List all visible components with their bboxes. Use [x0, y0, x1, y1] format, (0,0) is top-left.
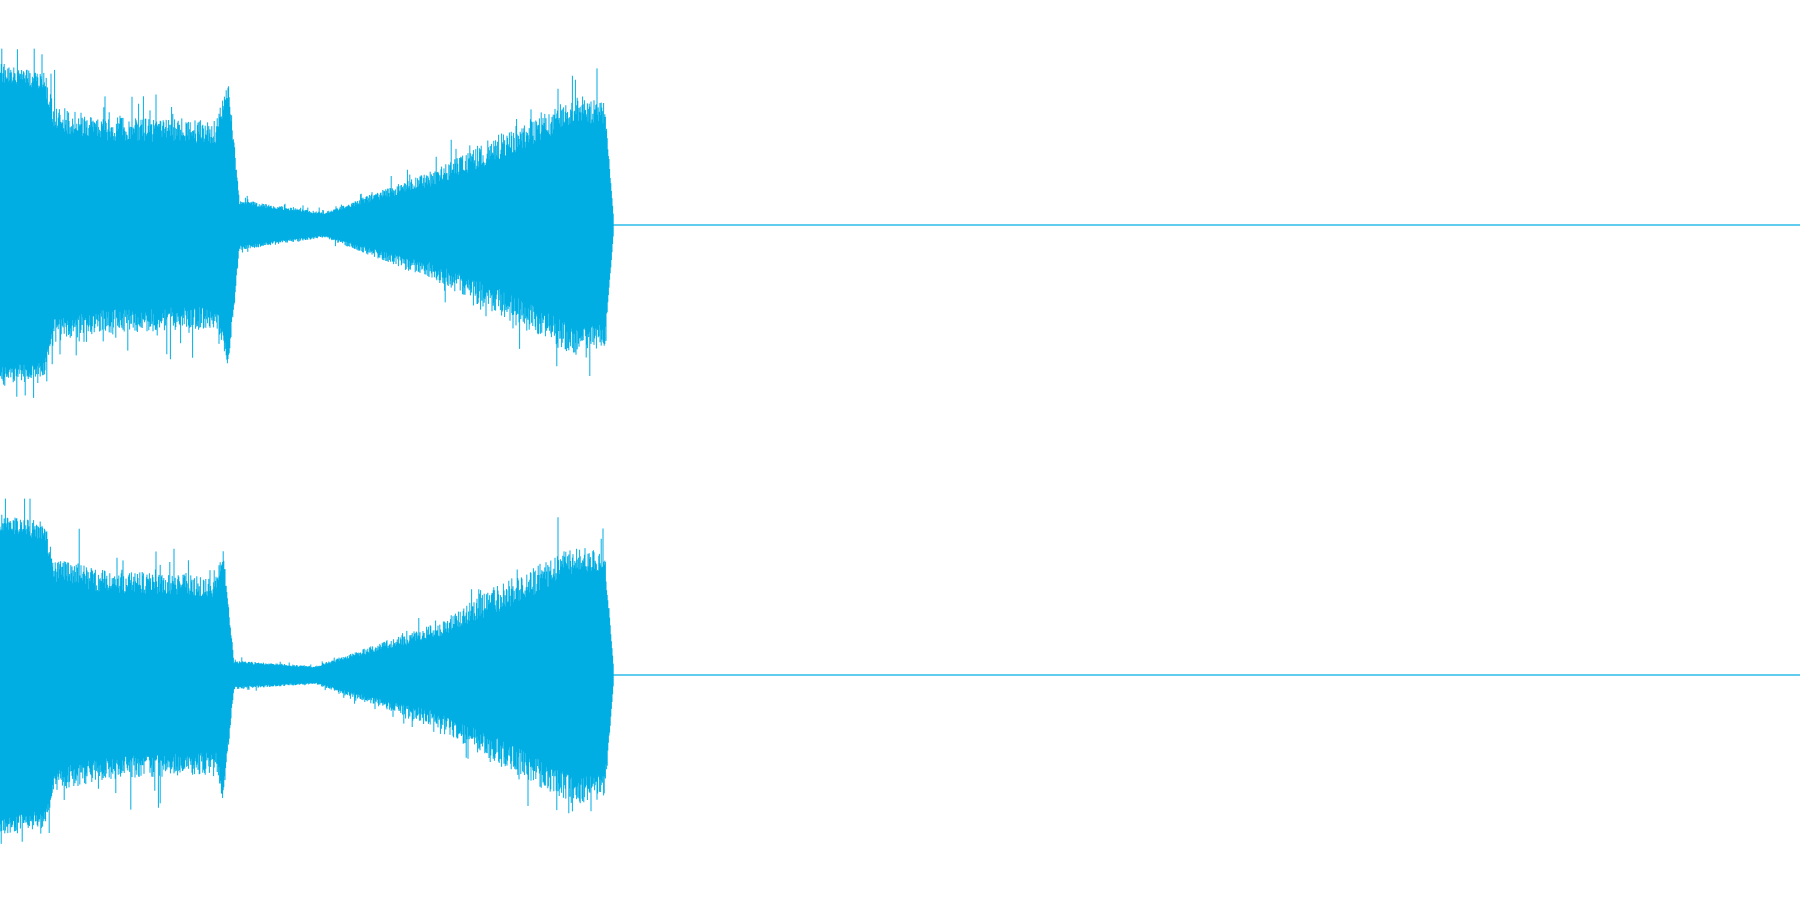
channel-left-waveform	[0, 48, 1800, 398]
waveform-samples	[0, 48, 614, 398]
waveform-samples	[0, 498, 614, 844]
channel-right-waveform	[0, 498, 1800, 844]
